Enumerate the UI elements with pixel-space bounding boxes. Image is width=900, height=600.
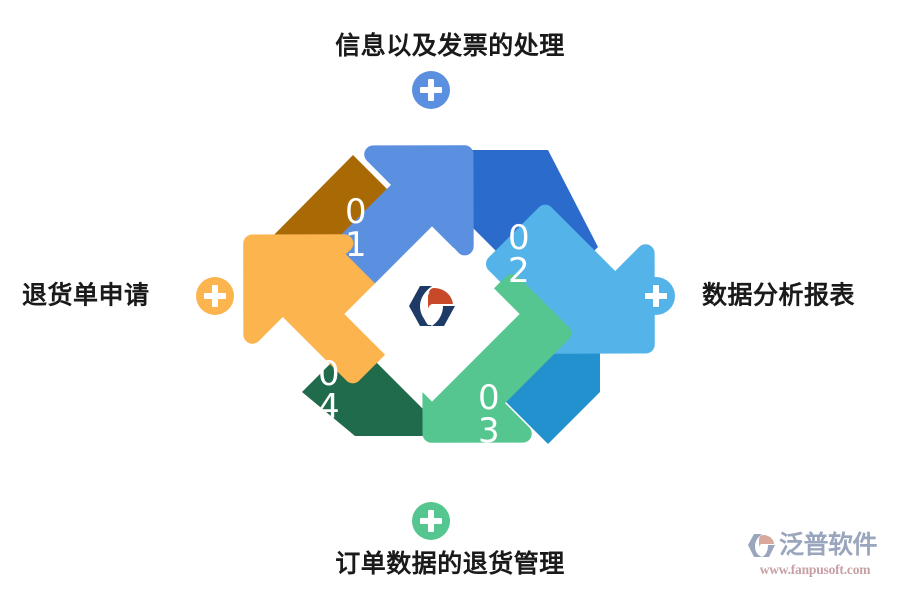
center-diamond bbox=[344, 226, 520, 402]
plus-badge-bottom[interactable] bbox=[412, 502, 450, 540]
watermark-title: 泛普软件 bbox=[779, 531, 878, 559]
label-top: 信息以及发票的处理 bbox=[335, 32, 565, 60]
label-right: 数据分析报表 bbox=[702, 281, 856, 310]
plus-icon-vertical-bar bbox=[428, 79, 434, 101]
plus-icon-vertical-bar bbox=[653, 285, 659, 307]
plus-badge-top[interactable] bbox=[412, 71, 450, 109]
label-bottom: 订单数据的退货管理 bbox=[335, 550, 565, 578]
plus-badge-left[interactable] bbox=[196, 277, 234, 315]
watermark-title-row: 泛普软件 bbox=[746, 532, 884, 559]
label-left: 退货单申请 bbox=[22, 281, 150, 310]
plus-icon-vertical-bar bbox=[428, 510, 434, 532]
plus-icon-vertical-bar bbox=[212, 285, 218, 307]
watermark: 泛普软件 www.fanpusoft.com bbox=[746, 532, 884, 586]
fanpu-mark-icon bbox=[748, 534, 775, 557]
watermark-url: www.fanpusoft.com bbox=[759, 562, 871, 577]
plus-badge-right[interactable] bbox=[637, 277, 675, 315]
step-arrow-02[interactable] bbox=[471, 170, 704, 403]
step-arrow-03[interactable] bbox=[373, 259, 606, 492]
step-arrow-04[interactable] bbox=[194, 185, 427, 418]
fanpu-hexagon-logo-icon bbox=[409, 286, 455, 326]
